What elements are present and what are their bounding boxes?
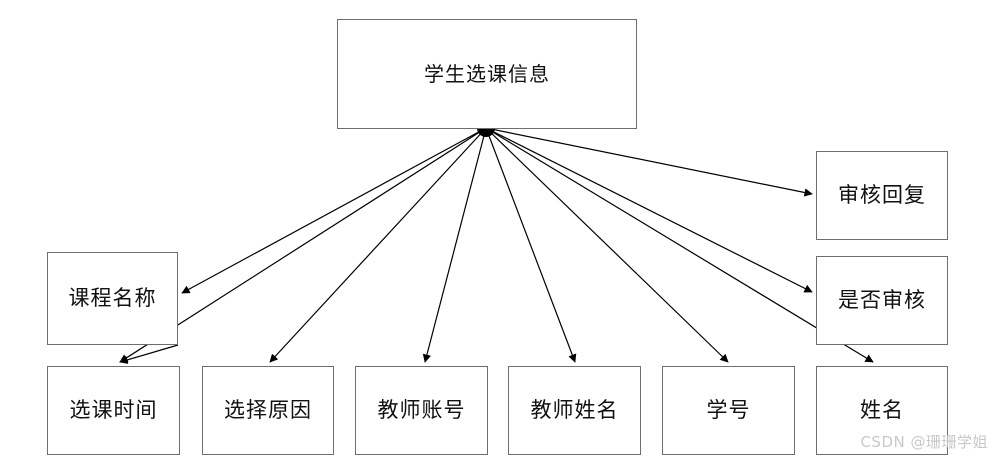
edge-hub-to-attribute [485, 127, 577, 363]
attribute-node-label: 教师姓名 [530, 398, 619, 422]
edge-hub-to-attribute [269, 127, 487, 363]
attribute-node[interactable]: 教师账号 [355, 366, 488, 455]
attribute-node[interactable]: 选课时间 [47, 366, 180, 455]
attribute-node[interactable]: 姓名 [816, 366, 948, 455]
attribute-node-label: 审核回复 [838, 183, 926, 207]
watermark: CSDN @珊珊学姐 [860, 433, 988, 451]
edge-hub-to-attribute [119, 127, 487, 363]
attribute-node[interactable]: 教师姓名 [508, 366, 641, 455]
attribute-node[interactable]: 审核回复 [816, 151, 948, 240]
edge-group [119, 127, 874, 364]
attribute-node-label: 姓名 [860, 398, 904, 422]
entity-node-label: 学生选课信息 [424, 62, 550, 86]
attribute-node-label: 是否审核 [838, 288, 926, 312]
attribute-node-label: 选课时间 [69, 398, 158, 422]
attribute-node-label: 学号 [706, 398, 751, 422]
entity-node-student-course-info[interactable]: 学生选课信息 [337, 19, 637, 129]
attribute-node-label: 选择原因 [224, 398, 312, 422]
attribute-node-label: 课程名称 [68, 286, 157, 310]
attribute-node[interactable]: 选择原因 [202, 366, 334, 455]
edge-hub-to-attribute [181, 127, 487, 294]
attribute-node[interactable]: 学号 [662, 366, 795, 455]
attribute-node-label: 教师账号 [377, 398, 466, 422]
edge-hub-to-attribute [485, 127, 813, 197]
attribute-node[interactable]: 是否审核 [816, 256, 948, 345]
edge-hub-to-attribute [485, 127, 729, 363]
edge-hub-to-attribute [485, 127, 874, 363]
edge-hub-to-attribute [422, 127, 487, 363]
attribute-node[interactable]: 课程名称 [47, 252, 178, 345]
edge-hub-to-attribute [485, 127, 813, 293]
edge-attribute-to-attribute [119, 344, 179, 364]
